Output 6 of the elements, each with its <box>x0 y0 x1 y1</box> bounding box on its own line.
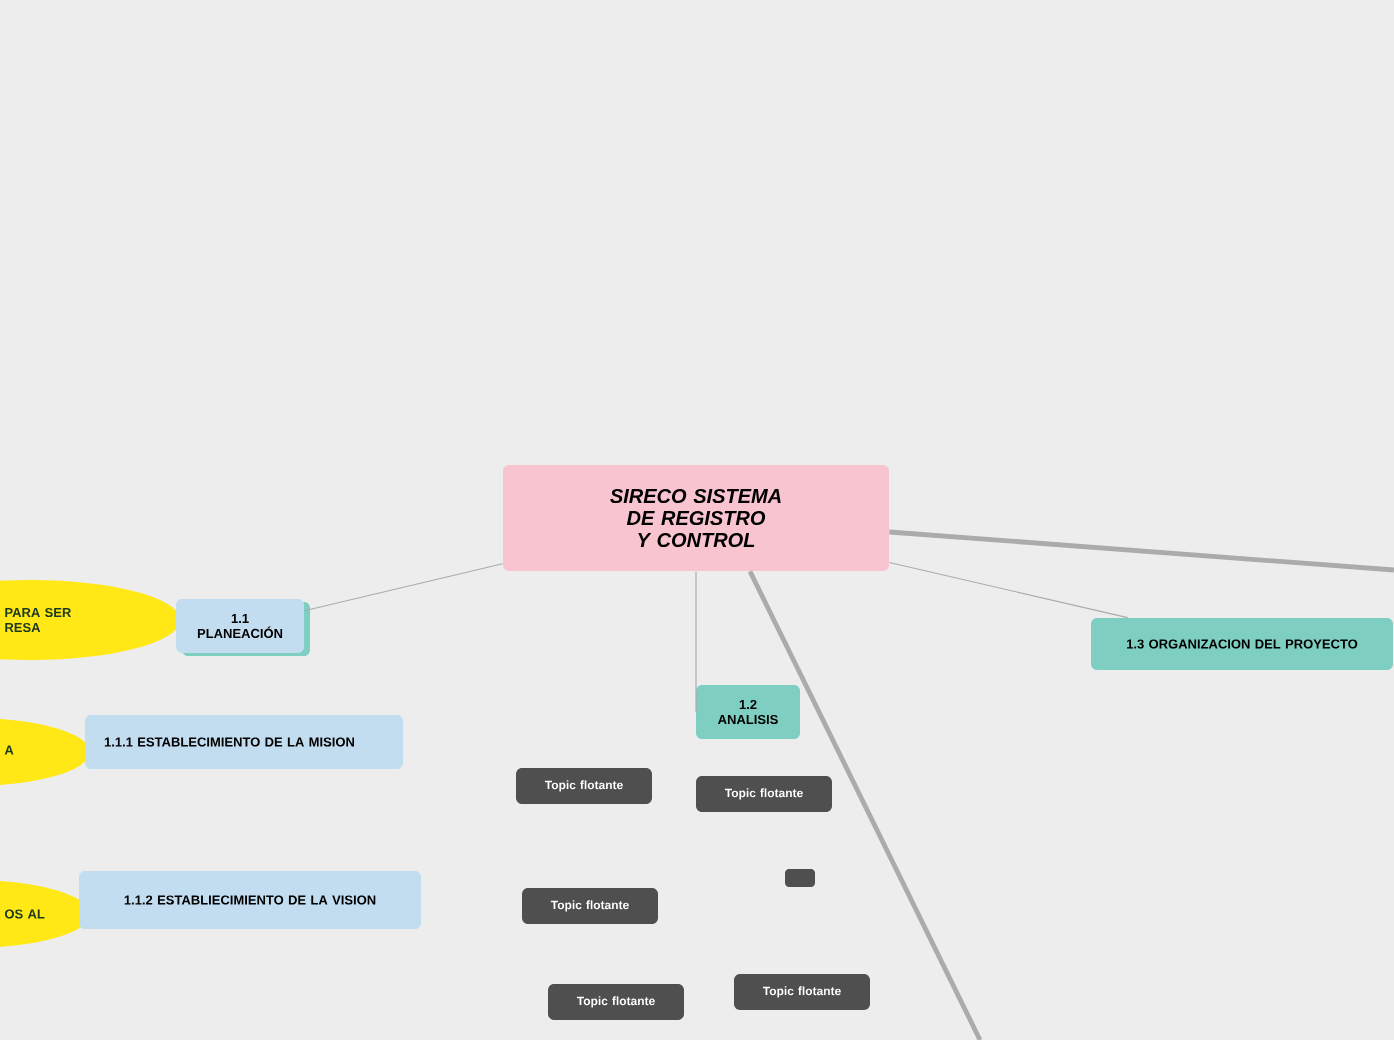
connector-line <box>747 570 983 1040</box>
connector-line <box>695 570 697 713</box>
central-topic-box: SIRECO SISTEMA DE REGISTRO Y CONTROL <box>503 465 889 571</box>
connector-line <box>889 529 1394 573</box>
connector-line <box>303 563 504 612</box>
connector-line <box>888 561 1129 619</box>
